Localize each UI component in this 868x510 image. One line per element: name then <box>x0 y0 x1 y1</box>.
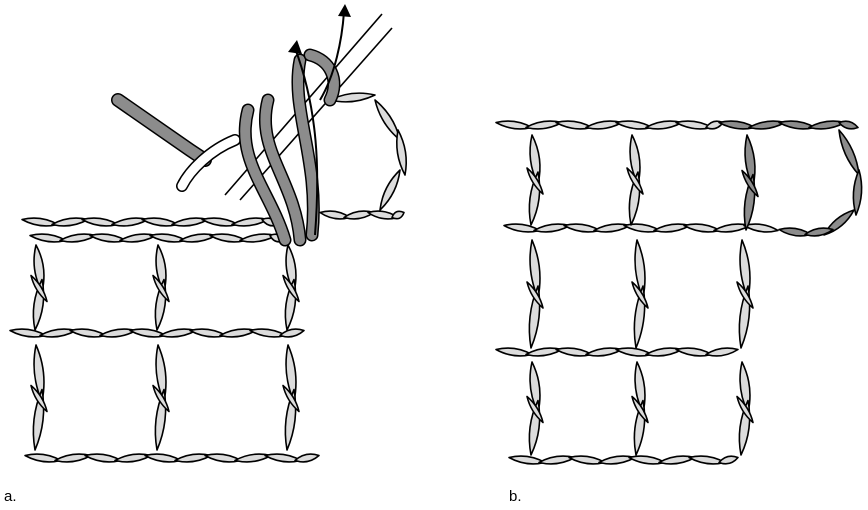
b-bottom-chain-stitch <box>719 456 738 464</box>
b-row2-chain-stitch <box>744 224 778 232</box>
arrow-head-icon <box>288 40 302 54</box>
working-yarn <box>118 100 205 160</box>
panel-b-illustration <box>434 0 868 510</box>
crochet-hook-a <box>118 4 392 240</box>
a-bottom-chain-stitch <box>295 454 319 462</box>
mesh-grid-b <box>496 121 862 464</box>
b-dark-loop-stitch <box>839 130 859 175</box>
b-dark-loop-bottom-stitch <box>805 228 833 236</box>
a-mid-chain-stitch <box>280 329 304 337</box>
panel-a-illustration <box>0 0 434 510</box>
caption-a: a. <box>4 488 17 505</box>
a-loop-stitch <box>375 100 400 140</box>
b-top-chain-dark-stitch <box>839 121 858 129</box>
a-loop-stitch <box>397 130 406 175</box>
b-row3-chain-stitch <box>706 348 738 356</box>
caption-b: b. <box>509 488 522 505</box>
a-loop-bottom-stitch <box>392 211 404 218</box>
a-loop-stitch <box>380 170 400 210</box>
b-dark-loop-stitch <box>853 170 861 215</box>
panel-a: a. <box>0 0 434 510</box>
panel-b: b. <box>434 0 868 510</box>
arrow-head-icon <box>338 4 351 17</box>
